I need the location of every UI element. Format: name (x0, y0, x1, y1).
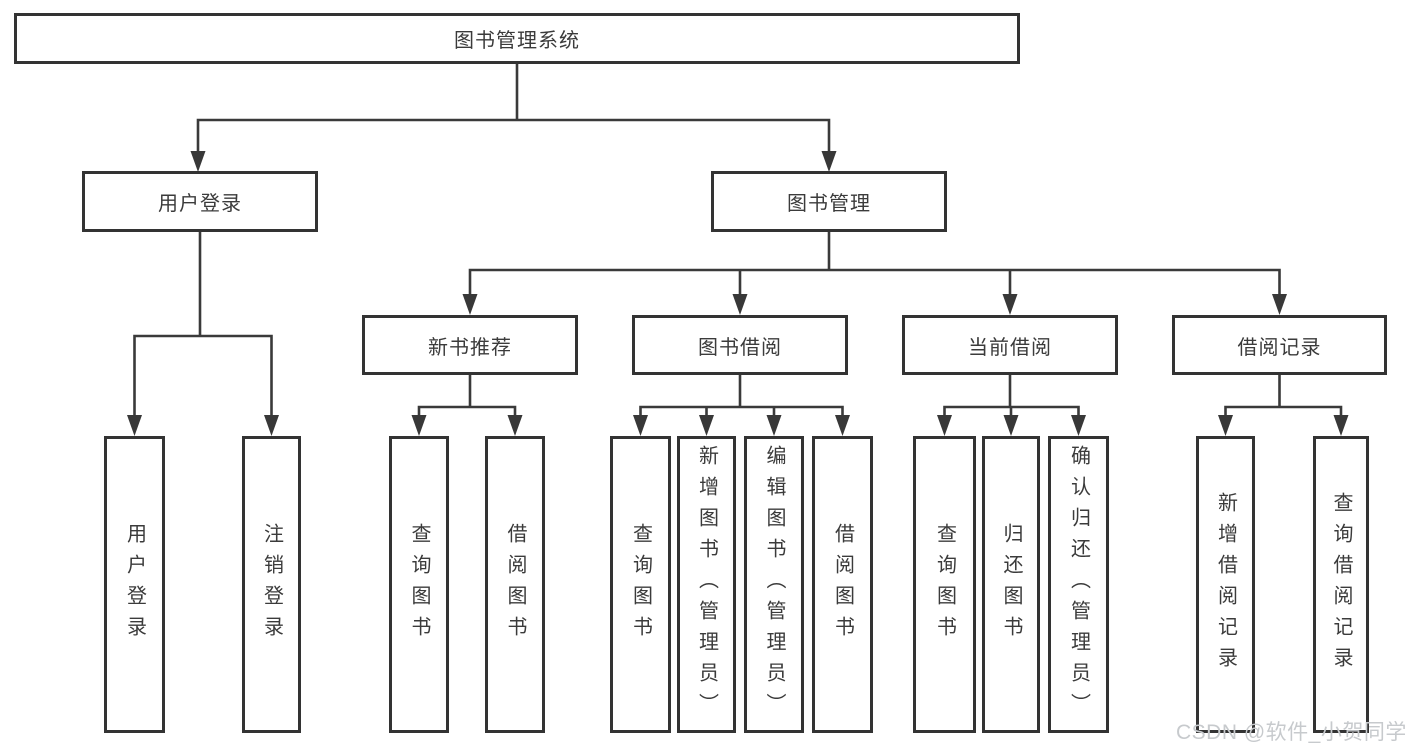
node-current-borrowing-label: 当前借阅 (968, 336, 1052, 359)
leaf-query-books-recommend: 查询图书 (389, 436, 449, 733)
leaf-user-login: 用户登录 (104, 436, 165, 733)
leaf-query-borrow-record: 查询借阅记录 (1313, 436, 1369, 733)
node-borrowing-records: 借阅记录 (1172, 315, 1387, 375)
leaf-user-login-label: 用户登录 (123, 522, 146, 647)
leaf-borrow-books-borrowing: 借阅图书 (812, 436, 873, 733)
leaf-logout: 注销登录 (242, 436, 301, 733)
node-book-management-system: 图书管理系统 (14, 13, 1020, 64)
node-new-book-recommend-label: 新书推荐 (428, 336, 512, 359)
node-user-login-label: 用户登录 (158, 193, 242, 215)
leaf-borrow-books-borrowing-label: 借阅图书 (831, 522, 854, 647)
leaf-confirm-return-admin: 确认归还（管理员） (1048, 436, 1109, 733)
leaf-add-books-admin-label: 新增图书（管理员） (695, 445, 718, 724)
leaf-add-borrow-record: 新增借阅记录 (1196, 436, 1255, 733)
leaf-edit-books-admin-label: 编辑图书（管理员） (763, 445, 785, 724)
node-book-borrowing: 图书借阅 (632, 315, 848, 375)
leaf-query-books-borrowing-label: 查询图书 (629, 522, 652, 647)
leaf-add-books-admin: 新增图书（管理员） (677, 436, 736, 733)
leaf-borrow-books-recommend-label: 借阅图书 (504, 522, 526, 647)
node-borrowing-records-label: 借阅记录 (1237, 336, 1322, 359)
leaf-query-books-current-label: 查询图书 (933, 522, 956, 647)
leaf-query-borrow-record-label: 查询借阅记录 (1330, 491, 1352, 678)
leaf-return-books: 归还图书 (982, 436, 1040, 733)
leaf-add-borrow-record-label: 新增借阅记录 (1214, 491, 1237, 678)
csdn-watermark: CSDN @软件_小贺同学 (1176, 721, 1405, 744)
leaf-query-books-current: 查询图书 (913, 436, 976, 733)
leaf-query-books-recommend-label: 查询图书 (408, 522, 430, 647)
leaf-return-books-label: 归还图书 (1000, 522, 1022, 647)
leaf-edit-books-admin: 编辑图书（管理员） (744, 436, 804, 733)
node-book-management-label: 图书管理 (787, 193, 871, 215)
node-book-borrowing-label: 图书借阅 (698, 336, 782, 359)
node-new-book-recommend: 新书推荐 (362, 315, 578, 375)
node-current-borrowing: 当前借阅 (902, 315, 1118, 375)
node-user-login: 用户登录 (82, 171, 318, 232)
leaf-logout-label: 注销登录 (260, 522, 283, 647)
node-book-management-system-label: 图书管理系统 (454, 30, 580, 52)
node-book-management: 图书管理 (711, 171, 947, 232)
leaf-borrow-books-recommend: 借阅图书 (485, 436, 545, 733)
leaf-confirm-return-admin-label: 确认归还（管理员） (1067, 445, 1090, 724)
leaf-query-books-borrowing: 查询图书 (610, 436, 671, 733)
